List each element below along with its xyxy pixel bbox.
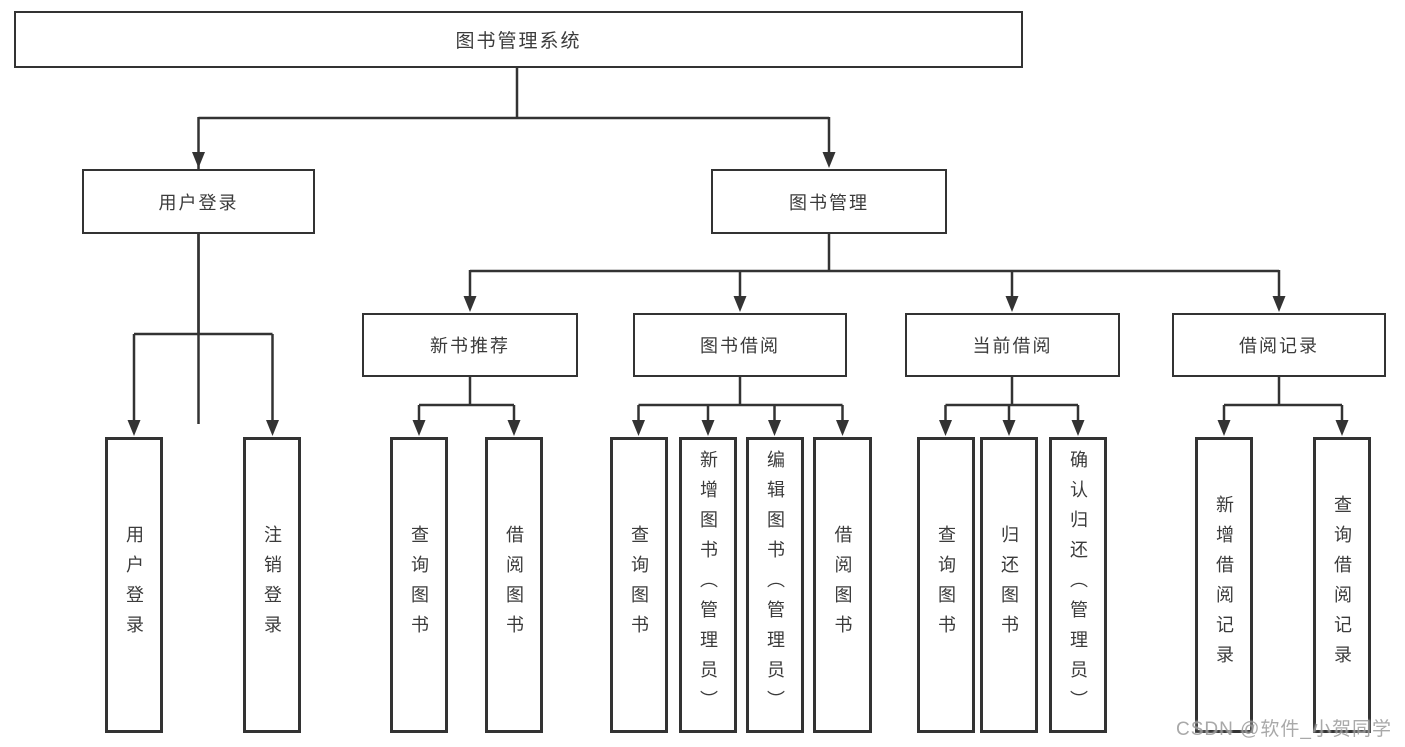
node-book-management: 图书管理 bbox=[711, 169, 947, 234]
node-current-borrow: 当前借阅 bbox=[905, 313, 1120, 377]
leaf-borrow-books-recommend: 借阅图书 bbox=[485, 437, 543, 733]
node-borrow-records: 借阅记录 bbox=[1172, 313, 1386, 377]
leaf-query-books-current: 查询图书 bbox=[917, 437, 975, 733]
edge-borrow-split bbox=[637, 377, 844, 424]
leaf-query-books-recommend: 查询图书 bbox=[390, 437, 448, 733]
node-library-system: 图书管理系统 bbox=[14, 11, 1023, 68]
edge-root-to-level2 bbox=[197, 68, 831, 424]
leaf-confirm-return-admin: 确认归还（管理员） bbox=[1049, 437, 1107, 733]
node-new-book-recommend: 新书推荐 bbox=[362, 313, 578, 377]
leaf-return-books: 归还图书 bbox=[980, 437, 1038, 733]
edge-current-split bbox=[944, 377, 1080, 424]
leaf-borrow-books: 借阅图书 bbox=[813, 437, 872, 733]
edge-records-split bbox=[1222, 377, 1344, 424]
leaf-logout: 注销登录 bbox=[243, 437, 301, 733]
leaf-query-borrow-record: 查询借阅记录 bbox=[1313, 437, 1371, 733]
csdn-watermark: CSDN @软件_小贺同学 bbox=[1176, 719, 1392, 740]
leaf-add-books-admin: 新增图书（管理员） bbox=[679, 437, 737, 733]
edge-recommend-split bbox=[417, 377, 516, 424]
leaf-query-books-borrow: 查询图书 bbox=[610, 437, 668, 733]
edge-management-to-level3 bbox=[468, 234, 1281, 300]
node-book-borrow: 图书借阅 bbox=[633, 313, 847, 377]
leaf-user-login: 用户登录 bbox=[105, 437, 163, 733]
edge-login-split bbox=[132, 233, 274, 424]
leaf-edit-books-admin: 编辑图书（管理员） bbox=[746, 437, 804, 733]
leaf-add-borrow-record: 新增借阅记录 bbox=[1195, 437, 1253, 733]
node-user-login: 用户登录 bbox=[82, 169, 315, 234]
arrowheads bbox=[127, 152, 1349, 436]
